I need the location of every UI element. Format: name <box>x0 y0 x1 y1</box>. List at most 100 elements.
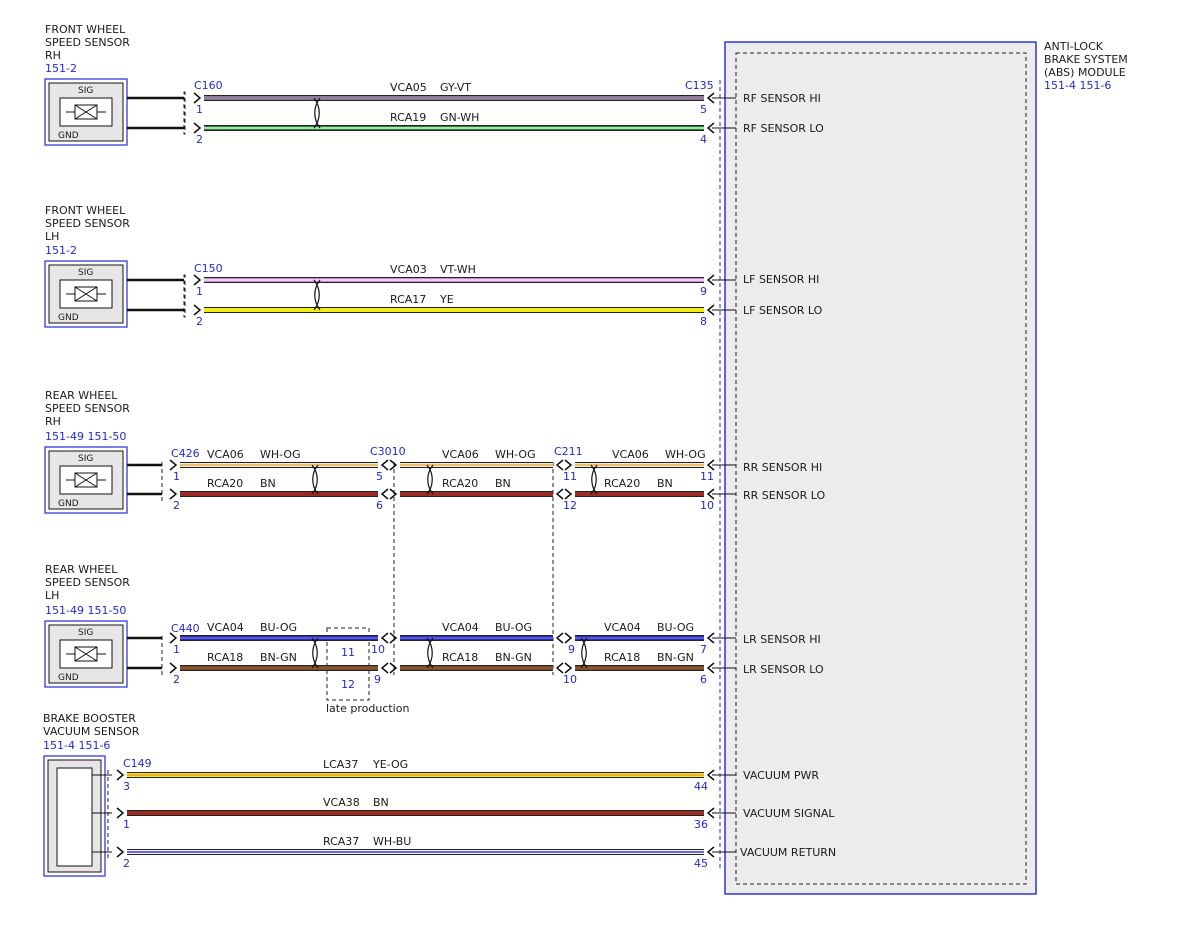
module-pin-lf-hi: LF SENSOR HI <box>743 273 819 286</box>
component-title: SPEED SENSOR <box>45 217 130 230</box>
module-refs: 151-4 151-6 <box>1044 79 1111 92</box>
late-production-pin: 11 <box>341 646 355 659</box>
connector-c149: C149 <box>123 757 152 770</box>
connector-arrow-icon <box>193 122 202 134</box>
connector-arrow-icon <box>193 92 202 104</box>
wire-color-label: BU-OG <box>657 621 694 634</box>
connector-arrow-icon <box>380 459 389 471</box>
abs-module[interactable]: ANTI-LOCK BRAKE SYSTEM (ABS) MODULE 151-… <box>724 40 1128 895</box>
pin-number: 1 <box>123 818 130 831</box>
gnd-label: GND <box>58 673 79 683</box>
wire-color-label: VT-WH <box>440 263 476 276</box>
wire-circuit-label: VCA04 <box>604 621 641 634</box>
connector-arrow-icon <box>116 769 125 781</box>
component-title: FRONT WHEEL <box>45 204 126 217</box>
component-title: BRAKE BOOSTER <box>43 712 136 725</box>
connector-arrow-icon <box>169 662 178 674</box>
connector-c135: C135 <box>685 79 714 92</box>
wire-color-label: WH-OG <box>260 448 301 461</box>
connector-arrow-icon <box>389 632 398 644</box>
sensor-rear-lh[interactable]: REAR WHEEL SPEED SENSOR LH 151-49 151-50… <box>44 563 130 688</box>
connector-c211: C211 <box>554 445 583 458</box>
module-pin-vac-pwr: VACUUM PWR <box>743 769 819 782</box>
wire-color-label: BN-GN <box>495 651 532 664</box>
wire-circuit-label: VCA04 <box>207 621 244 634</box>
wire-color-label: BU-OG <box>495 621 532 634</box>
sensor-rear-rh[interactable]: REAR WHEEL SPEED SENSOR RH 151-49 151-50… <box>44 389 130 514</box>
pin-number: 1 <box>196 103 203 116</box>
connector-arrow-icon <box>380 632 389 644</box>
wire-circuit-label: RCA19 <box>390 111 426 124</box>
pin-number: 3 <box>123 780 130 793</box>
connector-arrow-icon <box>706 304 715 316</box>
module-pin-rf-lo: RF SENSOR LO <box>743 122 824 135</box>
twisted-pair-icon <box>313 279 321 311</box>
connector-arrow-icon <box>706 632 715 644</box>
module-pin-lr-lo: LR SENSOR LO <box>743 663 824 676</box>
connector-labels: C160 C135 C150 C426 C3010 C211 C440 C149 <box>123 79 714 770</box>
module-pin-lf-lo: LF SENSOR LO <box>743 304 823 317</box>
module-pin-rf-hi: RF SENSOR HI <box>743 92 821 105</box>
connector-arrow-icon <box>169 488 178 500</box>
connector-arrow-icon <box>380 662 389 674</box>
wire-circuit-label: RCA20 <box>442 477 478 490</box>
pin-number: 11 <box>563 470 577 483</box>
component-title: RH <box>45 415 61 428</box>
wire-circuit-label: VCA03 <box>390 263 427 276</box>
pin-number: 6 <box>376 499 383 512</box>
gnd-label: GND <box>58 313 79 323</box>
pin-number: 6 <box>700 673 707 686</box>
wire-circuit-label: RCA37 <box>323 835 359 848</box>
pin-number: 9 <box>568 643 575 656</box>
pin-number: 2 <box>196 133 203 146</box>
pin-number: 7 <box>700 643 707 656</box>
wire-color-label: YE-OG <box>372 758 408 771</box>
pin-number: 10 <box>700 499 714 512</box>
connector-c3010: C3010 <box>370 445 406 458</box>
component-title: SPEED SENSOR <box>45 36 130 49</box>
connector-arrow-icon <box>706 769 715 781</box>
pin-number: 36 <box>694 818 708 831</box>
sig-label: SIG <box>78 628 93 638</box>
pin-number: 5 <box>376 470 383 483</box>
connector-c426: C426 <box>171 447 200 460</box>
wire-color-label: BN <box>495 477 511 490</box>
component-title: REAR WHEEL <box>45 563 118 576</box>
component-title: FRONT WHEEL <box>45 23 126 36</box>
wire-circuit-label: RCA17 <box>390 293 426 306</box>
sensor-front-rh[interactable]: FRONT WHEEL SPEED SENSOR RH 151-2 SIG GN… <box>44 23 130 146</box>
connector-arrow-icon <box>380 488 389 500</box>
pin-number: 44 <box>694 780 708 793</box>
component-title: VACUUM SENSOR <box>43 725 140 738</box>
component-refs: 151-49 151-50 <box>45 604 126 617</box>
late-production-pin: 12 <box>341 678 355 691</box>
wire-circuit-label: RCA18 <box>604 651 640 664</box>
pin-number: 10 <box>563 673 577 686</box>
wire-circuit-label: RCA18 <box>442 651 478 664</box>
connector-arrow-icon <box>193 274 202 286</box>
wire-color-label: BN <box>260 477 276 490</box>
component-title: RH <box>45 49 61 62</box>
wire-circuit-label: VCA04 <box>442 621 479 634</box>
wire-circuit-label: VCA06 <box>442 448 479 461</box>
gnd-label: GND <box>58 499 79 509</box>
component-refs: 151-2 <box>45 62 77 75</box>
wire-color-label: WH-BU <box>373 835 411 848</box>
pin-number: 45 <box>694 857 708 870</box>
module-pin-vac-return: VACUUM RETURN <box>740 846 836 859</box>
twisted-pair-icon <box>313 97 321 129</box>
connector-arrow-icon <box>706 459 715 471</box>
component-refs: 151-2 <box>45 244 77 257</box>
late-production-box <box>326 627 370 701</box>
sensor-front-lh[interactable]: FRONT WHEEL SPEED SENSOR LH 151-2 SIG GN… <box>44 204 130 328</box>
connector-arrow-icon <box>389 662 398 674</box>
pin-number: 2 <box>196 315 203 328</box>
component-title: LH <box>45 589 59 602</box>
wire-circuit-label: RCA18 <box>207 651 243 664</box>
sensor-brake-booster-vacuum[interactable]: BRAKE BOOSTER VACUUM SENSOR 151-4 151-6 <box>43 712 140 877</box>
module-title-line-1: ANTI-LOCK <box>1044 40 1104 53</box>
twisted-pair-icon <box>311 464 319 495</box>
wire-color-label: GN-WH <box>440 111 479 124</box>
connector-arrow-icon <box>555 488 564 500</box>
